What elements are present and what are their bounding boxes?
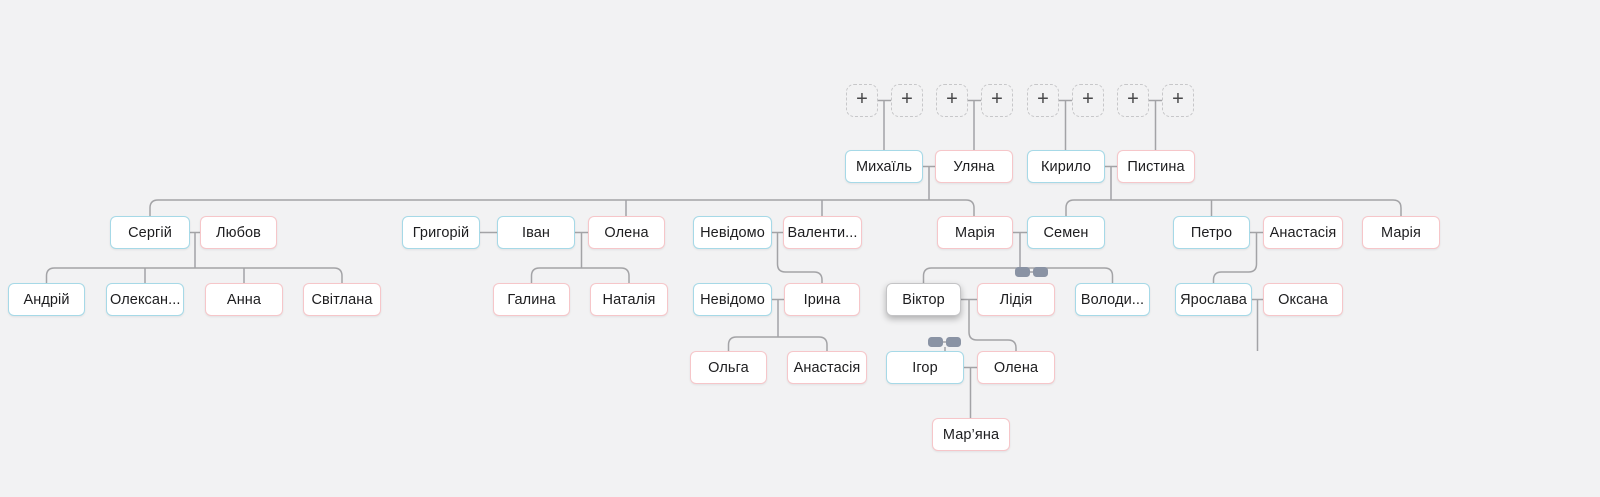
plus-icon: + — [1037, 88, 1049, 110]
person-name: Анна — [226, 291, 262, 308]
person-name: Невідомо — [700, 291, 765, 308]
person-name: Семен — [1043, 224, 1089, 241]
person-node-liubov[interactable]: Любов — [200, 216, 277, 249]
person-node-kyrylo[interactable]: Кирило — [1027, 150, 1105, 183]
person-name: Ірина — [803, 291, 841, 308]
plus-icon: + — [901, 88, 913, 110]
add-relative-placeholder[interactable]: + — [981, 84, 1013, 117]
person-node-nataliia[interactable]: Наталія — [590, 283, 668, 316]
person-node-oleksandr[interactable]: Олексан... — [106, 283, 184, 316]
bus-nevidomo-children — [727, 336, 828, 351]
person-name: Кирило — [1041, 158, 1091, 175]
person-name: Михаїль — [855, 158, 913, 175]
person-name: Марія — [955, 224, 995, 241]
collapsed-person-pill[interactable] — [928, 337, 943, 347]
elbow-iryna-parents — [776, 232, 823, 283]
person-name: Ольга — [708, 359, 749, 376]
bus-mykhail-children — [149, 199, 975, 216]
person-name: Петро — [1190, 224, 1233, 241]
collapsed-couple-marker-above-lidiia[interactable] — [1015, 267, 1048, 277]
person-node-mariia-1[interactable]: Марія — [937, 216, 1013, 249]
bus-serhii-children — [45, 267, 343, 283]
add-relative-placeholder[interactable]: + — [1072, 84, 1104, 117]
person-name: Ігор — [912, 359, 938, 376]
person-node-yaroslava[interactable]: Ярослава — [1175, 283, 1252, 316]
person-name: Анастасія — [793, 359, 861, 376]
person-node-anastasiia-1[interactable]: Анастасія — [1263, 216, 1343, 249]
person-name: Галина — [507, 291, 556, 308]
person-node-anna[interactable]: Анна — [205, 283, 283, 316]
plus-icon: + — [1172, 88, 1184, 110]
person-name: Невідомо — [700, 224, 765, 241]
collapsed-person-pill[interactable] — [946, 337, 961, 347]
person-node-olena[interactable]: Олена — [588, 216, 665, 249]
person-node-oksana[interactable]: Оксана — [1263, 283, 1343, 316]
person-node-serhii[interactable]: Сергій — [110, 216, 190, 249]
person-node-anastasiia-2[interactable]: Анастасія — [787, 351, 867, 384]
person-node-olha[interactable]: Ольга — [690, 351, 767, 384]
person-node-svitlana[interactable]: Світлана — [303, 283, 381, 316]
person-name: Наталія — [602, 291, 656, 308]
person-name: Сергій — [128, 224, 172, 241]
person-name: Світлана — [311, 291, 373, 308]
plus-icon: + — [1127, 88, 1139, 110]
plus-icon: + — [946, 88, 958, 110]
add-relative-placeholder[interactable]: + — [1027, 84, 1059, 117]
person-node-ivan[interactable]: Іван — [497, 216, 575, 249]
person-node-valentyna[interactable]: Валенти... — [783, 216, 862, 249]
person-node-semen[interactable]: Семен — [1027, 216, 1105, 249]
add-relative-placeholder[interactable]: + — [1117, 84, 1149, 117]
person-name: Ярослава — [1180, 291, 1247, 308]
collapsed-person-pill[interactable] — [1015, 267, 1030, 277]
add-relative-placeholder[interactable]: + — [1162, 84, 1194, 117]
person-node-lidiia[interactable]: Лідія — [977, 283, 1055, 316]
person-node-uliana[interactable]: Уляна — [935, 150, 1013, 183]
person-node-ihor[interactable]: Ігор — [886, 351, 964, 384]
person-node-petro[interactable]: Петро — [1173, 216, 1250, 249]
person-name: Мар’яна — [942, 426, 1000, 443]
person-node-nevidomo-1[interactable]: Невідомо — [693, 216, 772, 249]
person-node-volodymyr[interactable]: Володи... — [1075, 283, 1150, 316]
person-node-mariana[interactable]: Мар’яна — [932, 418, 1010, 451]
bus-ivan-children — [530, 267, 630, 283]
person-name: Уляна — [953, 158, 995, 175]
bus-kyrylo-children — [1065, 199, 1402, 216]
person-node-hryhorii[interactable]: Григорій — [402, 216, 480, 249]
add-relative-placeholder[interactable]: + — [846, 84, 878, 117]
person-node-iryna[interactable]: Ірина — [784, 283, 860, 316]
elbow-yaroslava-parents — [1212, 232, 1258, 283]
person-name: Віктор — [902, 291, 945, 308]
plus-icon: + — [991, 88, 1003, 110]
person-name: Лідія — [999, 291, 1033, 308]
person-name: Любов — [216, 224, 261, 241]
person-node-olena-2[interactable]: Олена — [977, 351, 1055, 384]
collapsed-couple-marker-above-ihor[interactable] — [928, 337, 961, 347]
person-node-mariia-2[interactable]: Марія — [1362, 216, 1440, 249]
person-name: Олексан... — [110, 291, 181, 308]
person-name: Іван — [521, 224, 551, 241]
elbow-olena-parents — [968, 299, 1017, 351]
person-name: Пистина — [1127, 158, 1185, 175]
plus-icon: + — [856, 88, 868, 110]
person-node-andrii[interactable]: Андрій — [8, 283, 85, 316]
collapsed-person-pill[interactable] — [1033, 267, 1048, 277]
person-name: Анастасія — [1269, 224, 1337, 241]
person-name: Олена — [604, 224, 649, 241]
person-node-pystyna[interactable]: Пистина — [1117, 150, 1195, 183]
person-name: Володи... — [1080, 291, 1145, 308]
person-name: Валенти... — [787, 224, 858, 241]
person-name: Оксана — [1278, 291, 1328, 308]
person-node-nevidomo-2[interactable]: Невідомо — [693, 283, 772, 316]
person-name: Марія — [1381, 224, 1421, 241]
person-node-halyna[interactable]: Галина — [493, 283, 570, 316]
person-node-viktor[interactable]: Віктор — [886, 283, 961, 316]
plus-icon: + — [1082, 88, 1094, 110]
add-relative-placeholder[interactable]: + — [891, 84, 923, 117]
person-name: Олена — [993, 359, 1039, 376]
person-node-mykhail[interactable]: Михаїль — [845, 150, 923, 183]
add-relative-placeholder[interactable]: + — [936, 84, 968, 117]
person-name: Григорій — [412, 224, 470, 241]
person-name: Андрій — [23, 291, 70, 308]
